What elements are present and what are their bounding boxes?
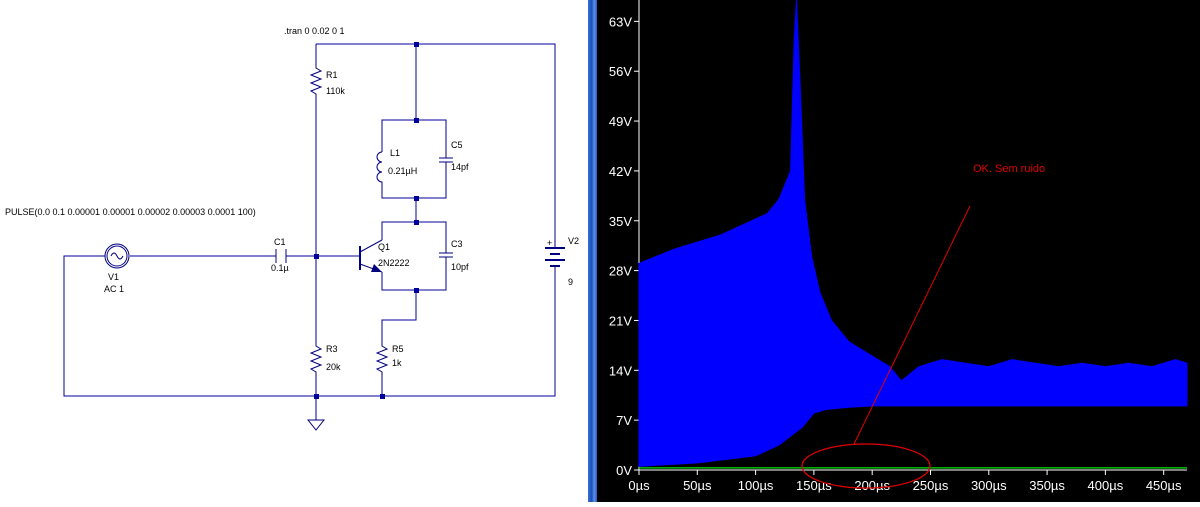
waveform-viewer[interactable]: 0V 7V 14V 21V 28V 35V 42V 49V 56V 63V 0µs 50µs 100µ… [597, 0, 1200, 502]
r3-name: R3 [326, 344, 338, 354]
capacitor-c1[interactable]: C1 0.1µ [271, 237, 289, 273]
x-tick-label: 450µs [1146, 478, 1182, 493]
annotations: OK. Sem ruido [801, 163, 1045, 489]
resistor-r3[interactable]: R3 20k [309, 340, 341, 380]
x-tick-label: 150µs [796, 478, 832, 493]
annotation-text[interactable]: OK. Sem ruido [973, 163, 1045, 175]
resistor-r1[interactable]: R1 110k [309, 62, 345, 102]
junction-node [314, 254, 319, 259]
v1-value: AC 1 [104, 284, 124, 294]
pulse-expression[interactable]: PULSE(0.0 0.1 0.00001 0.00001 0.00002 0.… [5, 207, 256, 217]
tran-directive[interactable]: .tran 0 0.02 0 1 [284, 26, 345, 36]
x-tick-label: 250µs [913, 478, 949, 493]
y-tick-label: 35V [609, 214, 632, 229]
v2-polarity: + [547, 238, 552, 248]
x-tick-label: 200µs [854, 478, 890, 493]
y-tick-label: 7V [616, 413, 632, 428]
oscillation-envelope[interactable] [638, 0, 1188, 467]
l1-value: 0.21µH [388, 166, 417, 176]
v1-name: V1 [108, 272, 119, 282]
y-tick-label: 56V [609, 64, 632, 79]
v2-value: 9 [568, 277, 573, 287]
c5-name: C5 [451, 140, 463, 150]
x-tick-label: 100µs [738, 478, 774, 493]
junction-node [414, 118, 419, 123]
x-tick-label: 0µs [628, 478, 650, 493]
wires [63, 43, 556, 420]
capacitor-c3[interactable]: C3 10pf [439, 239, 469, 272]
x-tick-label: 400µs [1088, 478, 1124, 493]
l1-name: L1 [390, 148, 400, 158]
r1-name: R1 [326, 70, 338, 80]
wire-ground-loop [63, 255, 556, 397]
x-axis: 0µs 50µs 100µs 150µs 200µs 250µs 300µs 350µs 400… [628, 469, 1187, 493]
r5-name: R5 [392, 344, 404, 354]
c1-value: 0.1µ [271, 263, 289, 273]
junction-nodes [314, 42, 419, 399]
transistor-q1[interactable]: Q1 2N2222 [359, 239, 410, 273]
q1-value: 2N2222 [378, 258, 410, 268]
wire-c3-top [381, 221, 447, 244]
q1-name: Q1 [378, 242, 390, 252]
junction-node [380, 394, 385, 399]
sine-icon [110, 252, 124, 260]
junction-node [314, 394, 319, 399]
v2-name: V2 [568, 236, 579, 246]
y-tick-label: 63V [609, 14, 632, 29]
y-tick-label: 28V [609, 264, 632, 279]
r5-value: 1k [392, 358, 402, 368]
annotation-ellipse [801, 443, 931, 489]
y-tick-label: 14V [609, 363, 632, 378]
y-tick-label: 49V [609, 114, 632, 129]
waveform-canvas[interactable]: 0V 7V 14V 21V 28V 35V 42V 49V 56V 63V 0µs 50µs 100µ… [597, 0, 1200, 502]
emitter-arrow-icon [371, 264, 382, 272]
schematic-canvas[interactable]: R1 110k R3 20k R5 1k L1 0.21µH C [0, 0, 588, 502]
wire-c3-bottom [381, 266, 447, 291]
y-axis: 0V 7V 14V 21V 28V 35V 42V 49V 56V 63V [609, 0, 640, 478]
y-tick-label: 21V [609, 313, 632, 328]
c1-name: C1 [274, 237, 286, 247]
ground-symbol-icon [306, 419, 326, 431]
traces [638, 0, 1188, 469]
r3-value: 20k [326, 362, 341, 372]
voltage-source-v2[interactable]: + V2 9 [545, 236, 579, 287]
c3-value: 10pf [451, 262, 469, 272]
x-tick-label: 300µs [971, 478, 1007, 493]
junction-node [414, 288, 419, 293]
pane-splitter[interactable] [588, 0, 597, 502]
junction-node [414, 42, 419, 47]
resistor-r5[interactable]: R5 1k [375, 340, 404, 380]
x-tick-label: 50µs [683, 478, 712, 493]
junction-node [414, 220, 419, 225]
voltage-source-v1[interactable]: V1 AC 1 [104, 243, 130, 294]
schematic-editor[interactable]: R1 110k R3 20k R5 1k L1 0.21µH C [0, 0, 588, 502]
x-tick-label: 350µs [1029, 478, 1065, 493]
c5-value: 14pf [451, 162, 469, 172]
wire-top-rail [316, 43, 556, 240]
y-tick-label: 42V [609, 164, 632, 179]
wire-tank-upper [381, 119, 447, 150]
junction-node [414, 196, 419, 201]
y-tick-label: 0V [616, 463, 632, 478]
inductor-l1[interactable]: L1 0.21µH [376, 148, 417, 190]
r1-value: 110k [326, 86, 345, 96]
c3-name: C3 [451, 239, 463, 249]
wire-emitter [381, 290, 417, 340]
annotation-arrow [853, 205, 971, 445]
capacitor-c5[interactable]: C5 14pf [439, 140, 469, 172]
